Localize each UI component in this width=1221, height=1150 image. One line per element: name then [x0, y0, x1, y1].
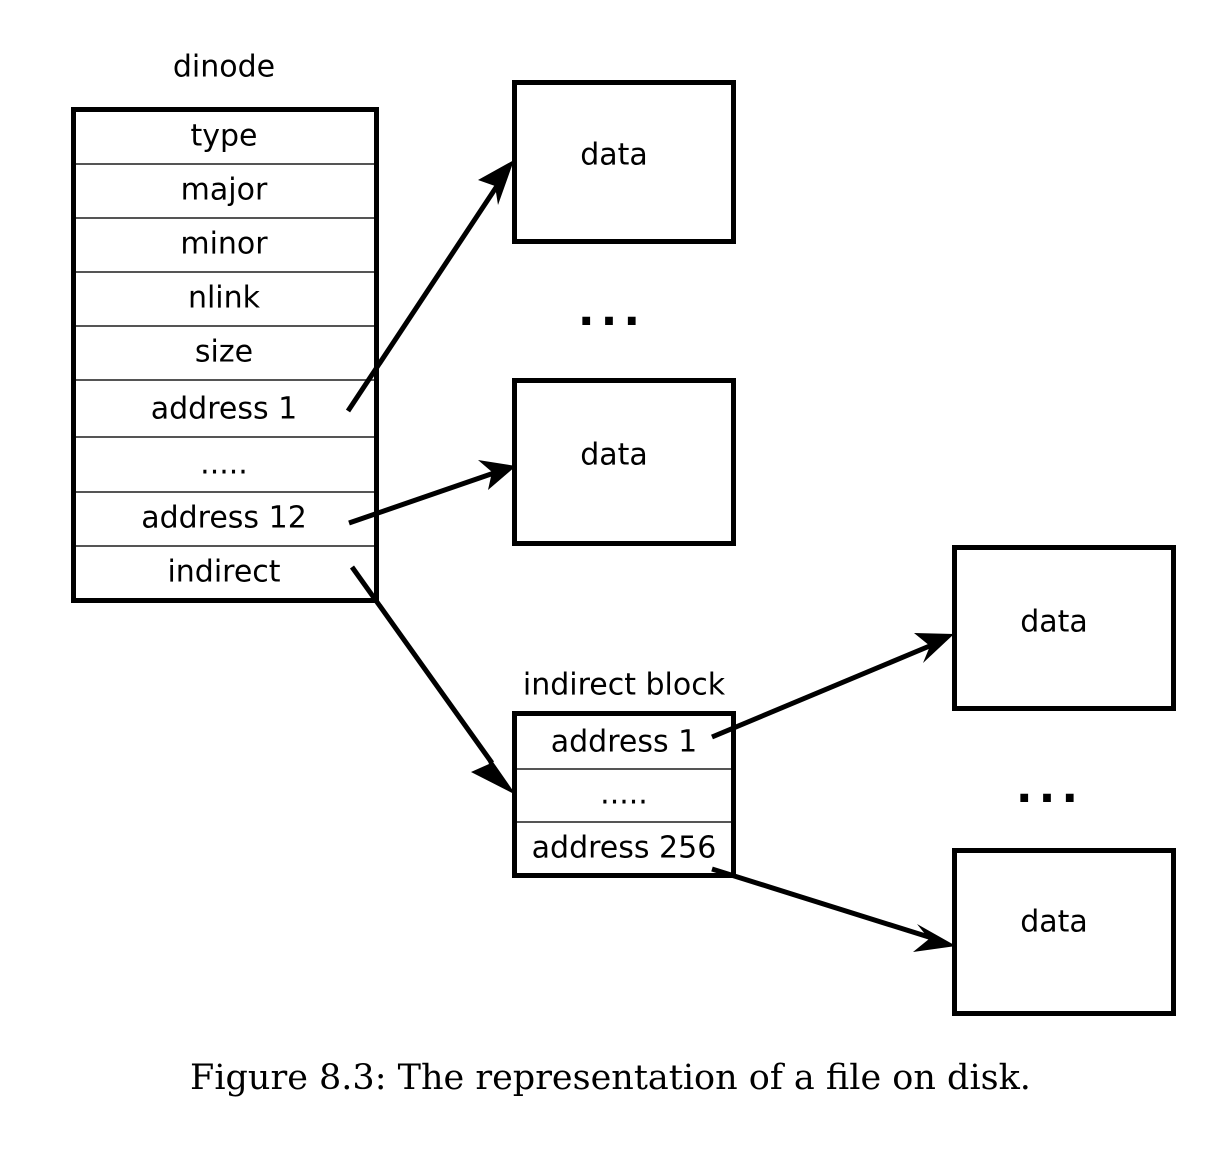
dinode-box-outline: [71, 107, 379, 603]
indirect-block-table: address 1 ..... address 256: [512, 711, 736, 878]
data-block-2: data: [512, 378, 736, 546]
dinode-row-address-12: address 12: [141, 501, 307, 536]
indirect-row-ellipsis: .....: [600, 777, 648, 812]
data-block-2-outline: [512, 378, 736, 546]
data-block-1: data: [512, 80, 736, 244]
data-block-4: data: [952, 848, 1176, 1016]
indirect-block-outline: [512, 711, 736, 878]
indirect-row-address-256: address 256: [532, 831, 717, 866]
arrow-address1-to-data1: [345, 160, 514, 413]
dinode-row-type: type: [190, 119, 257, 154]
arrow-indirect-address1-to-data3: [711, 633, 954, 740]
arrow-indirect-to-indirect-block: [349, 565, 516, 795]
data-blocks-ellipsis-left: ...: [578, 285, 646, 336]
dinode-row-address-1: address 1: [151, 392, 297, 427]
dinode-row-ellipsis: .....: [200, 447, 248, 482]
data-block-4-outline: [952, 848, 1176, 1016]
data-block-2-label: data: [580, 438, 648, 473]
dinode-row-minor: minor: [180, 227, 268, 262]
arrow-address12-to-data2: [348, 460, 516, 526]
data-block-1-outline: [512, 80, 736, 244]
dinode-title: dinode: [173, 50, 275, 85]
data-block-1-label: data: [580, 138, 648, 173]
indirect-block-title: indirect block: [523, 668, 726, 703]
dinode-table: type major minor nlink size address 1 ..…: [71, 107, 379, 603]
indirect-row-address-1: address 1: [551, 725, 697, 760]
dinode-row-size: size: [195, 335, 253, 370]
data-block-3: data: [952, 545, 1176, 711]
dinode-row-nlink: nlink: [188, 281, 261, 316]
data-block-4-label: data: [1020, 905, 1088, 940]
data-blocks-ellipsis-right: ...: [1016, 762, 1084, 813]
data-block-3-outline: [952, 545, 1176, 711]
dinode-row-indirect: indirect: [167, 555, 280, 590]
figure-caption: Figure 8.3: The representation of a file…: [190, 1058, 1031, 1098]
arrow-indirect-address256-to-data4: [711, 866, 956, 952]
dinode-row-major: major: [181, 173, 268, 208]
data-block-3-label: data: [1020, 605, 1088, 640]
